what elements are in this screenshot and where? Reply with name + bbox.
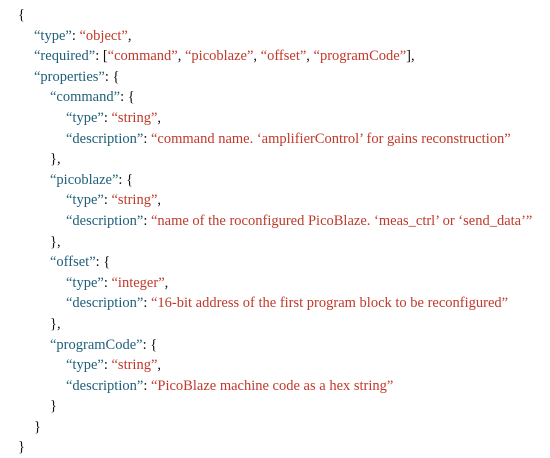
code-line: “description”: “name of the roconfigured… [0, 211, 550, 232]
json-string-value: “integer” [111, 274, 165, 291]
json-punctuation: , [157, 109, 162, 126]
json-punctuation: : [143, 295, 151, 312]
json-punctuation: , [177, 48, 185, 65]
code-line: “required”: [“command”, “picoblaze”, “of… [0, 46, 550, 67]
json-punctuation: }, [50, 151, 61, 168]
code-line: } [0, 396, 550, 417]
json-punctuation: } [50, 398, 57, 415]
code-line: }, [0, 232, 550, 253]
json-punctuation: : [103, 274, 112, 291]
json-punctuation: , [253, 48, 261, 65]
json-punctuation: } [18, 439, 25, 456]
json-punctuation: : [143, 212, 151, 229]
json-punctuation: : { [142, 336, 158, 353]
json-string-value: “string” [111, 357, 158, 374]
json-key: “description” [66, 377, 144, 394]
json-punctuation: } [34, 418, 41, 435]
json-key: “required” [34, 48, 96, 65]
code-line: “command”: { [0, 87, 550, 108]
json-string-value: “string” [111, 109, 158, 126]
json-punctuation: : { [120, 89, 135, 106]
json-punctuation: : [143, 377, 151, 394]
json-key: “type” [66, 192, 104, 209]
json-punctuation: : { [95, 254, 111, 271]
code-line: { [0, 5, 550, 26]
json-key: “properties” [34, 68, 105, 85]
code-line: } [0, 417, 550, 438]
json-punctuation: : { [104, 68, 120, 85]
json-string-value: “command” [107, 48, 178, 65]
json-punctuation: : [71, 27, 80, 44]
json-key: “type” [66, 274, 104, 291]
code-line: “offset”: { [0, 252, 550, 273]
json-punctuation: : [103, 109, 112, 126]
json-punctuation: ], [406, 48, 415, 65]
json-string-value: “16-bit address of the first program blo… [150, 295, 509, 312]
code-line: “description”: “PicoBlaze machine code a… [0, 376, 550, 397]
json-punctuation: { [18, 7, 25, 23]
code-line: “description”: “command name. ‘amplifier… [0, 129, 550, 150]
json-string-value: “programCode” [313, 48, 407, 65]
json-punctuation: }, [50, 233, 61, 250]
json-key: “description” [66, 212, 144, 229]
code-line: “type”: “string”, [0, 355, 550, 376]
json-string-value: “offset” [260, 48, 307, 65]
code-line: “type”: “string”, [0, 190, 550, 211]
code-line: “type”: “integer”, [0, 273, 550, 294]
json-schema-document: {“type”: “object”,“required”: [“command”… [0, 5, 550, 458]
json-punctuation: , [157, 357, 162, 374]
json-punctuation: , [157, 192, 162, 209]
json-key: “type” [34, 27, 72, 44]
json-punctuation: : [ [95, 48, 108, 65]
json-key: “offset” [50, 254, 96, 271]
json-string-value: “command name. ‘amplifierControl’ for ga… [150, 130, 511, 147]
json-punctuation: , [164, 274, 169, 291]
code-line: “type”: “object”, [0, 26, 550, 47]
json-punctuation: : { [118, 171, 134, 188]
json-string-value: “picoblaze” [184, 48, 254, 65]
json-punctuation: : [143, 130, 151, 147]
json-string-value: “name of the roconfigured PicoBlaze. ‘me… [150, 212, 533, 229]
json-string-value: “object” [79, 27, 128, 44]
json-key: “picoblaze” [50, 171, 119, 188]
json-punctuation: }, [50, 315, 61, 332]
json-punctuation: : [103, 192, 112, 209]
json-key: “command” [50, 89, 121, 106]
json-string-value: “string” [111, 192, 158, 209]
code-line: “type”: “string”, [0, 108, 550, 129]
json-key: “type” [66, 357, 104, 374]
code-line: }, [0, 149, 550, 170]
code-line: “description”: “16-bit address of the fi… [0, 293, 550, 314]
json-punctuation: , [127, 27, 132, 44]
code-line: }, [0, 314, 550, 335]
json-key: “type” [66, 109, 104, 126]
json-key: “description” [66, 130, 144, 147]
code-line: “programCode”: { [0, 335, 550, 356]
json-punctuation: , [306, 48, 314, 65]
json-key: “programCode” [50, 336, 143, 353]
code-line: “picoblaze”: { [0, 170, 550, 191]
code-line: } [0, 437, 550, 458]
json-string-value: “PicoBlaze machine code as a hex string” [150, 377, 394, 394]
json-punctuation: : [103, 357, 112, 374]
code-line: “properties”: { [0, 67, 550, 88]
json-key: “description” [66, 295, 144, 312]
